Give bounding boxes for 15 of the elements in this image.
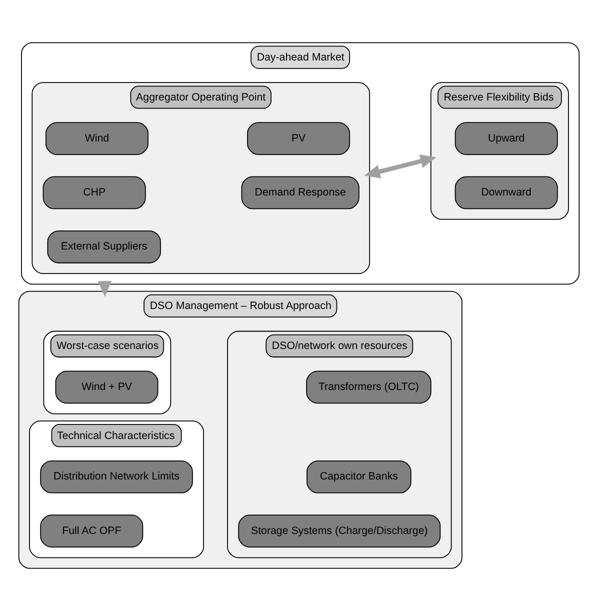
node-box: Wind	[45, 122, 148, 154]
node-box: Wind + PV	[55, 370, 158, 404]
node-box: Demand Response	[241, 176, 360, 209]
node-box: CHP	[42, 176, 146, 209]
node-box: Transformers (OLTC)	[306, 370, 432, 404]
node-box: Upward	[454, 122, 558, 154]
node-box: External Suppliers	[47, 230, 161, 263]
node-box: Full AC OPF	[40, 514, 144, 547]
node-box: Storage Systems (Charge/Discharge)	[238, 514, 441, 547]
node-box: PV	[247, 122, 350, 154]
node-box: Downward	[454, 176, 558, 209]
arrow	[364, 154, 436, 178]
arrow	[98, 280, 112, 296]
node-box: Distribution Network Limits	[40, 460, 193, 493]
node-box: Capacitor Banks	[306, 460, 412, 493]
